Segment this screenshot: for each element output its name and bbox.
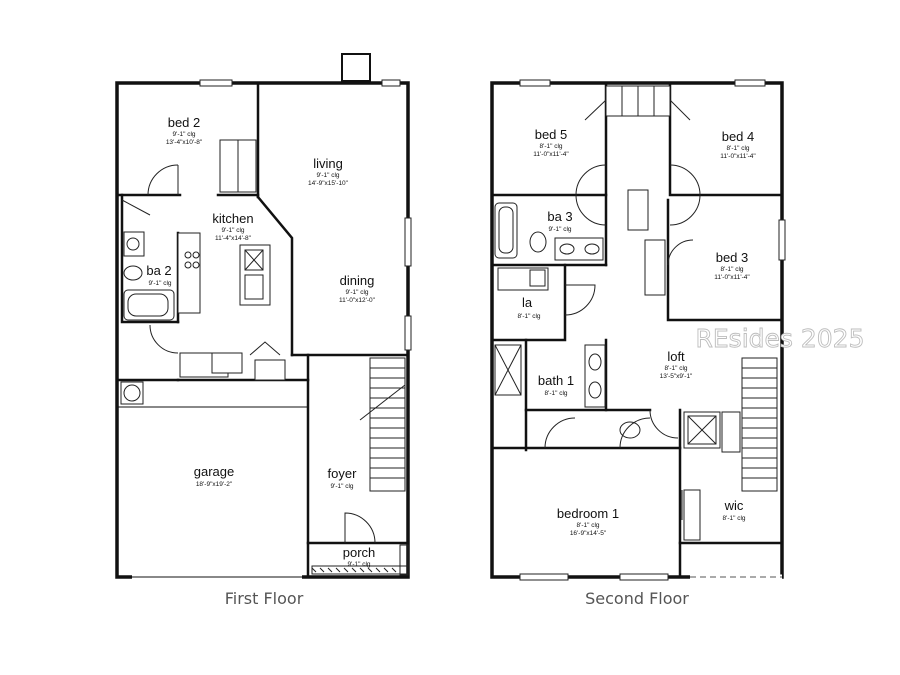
watermark-text: REsides 2025 [696,324,865,353]
room-ceiling-bedroom1: 8'-1" clg [576,522,599,529]
room-name-bed5: bed 5 [535,127,568,142]
room-name-bedroom1: bedroom 1 [557,506,619,521]
room-name-porch: porch [343,545,376,560]
room-ceiling-bed4: 8'-1" clg [726,145,749,152]
first-floor-caption: First Floor [225,589,304,608]
room-size-bed5: 11'-0"x11'-4" [533,151,569,158]
room-ceiling-dining: 9'-1" clg [345,289,368,296]
room-name-bed4: bed 4 [722,129,755,144]
room-name-ba2: ba 2 [146,263,171,278]
room-ceiling-living: 9'-1" clg [316,172,339,179]
room-size-bed4: 11'-0"x11'-4" [720,153,756,160]
room-ceiling-kitchen: 9'-1" clg [221,227,244,234]
room-name-dining: dining [340,273,375,288]
room-name-ba3: ba 3 [547,209,572,224]
first-floor-labels: bed 2 9'-1" clg 13'-4"x10'-8" living 9'-… [146,115,375,568]
first-floor-plan [115,53,412,580]
room-name-foyer: foyer [328,466,358,481]
room-name-la: la [522,295,533,310]
room-ceiling-porch: 9'-1" clg [347,561,370,568]
second-floor-labels: bed 5 8'-1" clg 11'-0"x11'-4" bed 4 8'-1… [517,127,756,537]
room-ceiling-ba3: 9'-1" clg [548,226,571,233]
second-floor-plan [490,79,786,581]
room-name-bed2: bed 2 [168,115,201,130]
room-size-garage: 18'-9"x19'-2" [196,481,233,488]
room-size-bedroom1: 16'-9"x14'-5" [570,530,607,537]
room-ceiling-wic: 8'-1" clg [722,515,745,522]
room-name-wic: wic [724,498,744,513]
room-ceiling-foyer: 9'-1" clg [330,483,353,490]
room-ceiling-bed5: 8'-1" clg [539,143,562,150]
room-ceiling-loft: 8'-1" clg [664,365,687,372]
room-name-loft: loft [667,349,685,364]
room-size-dining: 11'-0"x12'-0" [339,297,376,304]
room-name-living: living [313,156,343,171]
room-name-garage: garage [194,464,234,479]
room-name-bed3: bed 3 [716,250,749,265]
room-ceiling-bed2: 9'-1" clg [172,131,195,138]
room-ceiling-bed3: 8'-1" clg [720,266,743,273]
room-ceiling-ba2: 9'-1" clg [148,280,171,287]
room-size-loft: 13'-5"x9'-1" [660,373,693,380]
room-size-kitchen: 11'-4"x14'-8" [215,235,252,242]
room-name-bath1: bath 1 [538,373,574,388]
room-size-bed3: 11'-0"x11'-4" [714,274,750,281]
room-size-bed2: 13'-4"x10'-8" [166,139,203,146]
room-size-living: 14'-9"x15'-10" [308,180,349,187]
room-ceiling-bath1: 8'-1" clg [544,390,567,397]
room-ceiling-la: 8'-1" clg [517,313,540,320]
room-name-kitchen: kitchen [212,211,253,226]
first-floor-outline [115,81,410,579]
second-floor-caption: Second Floor [585,589,689,608]
